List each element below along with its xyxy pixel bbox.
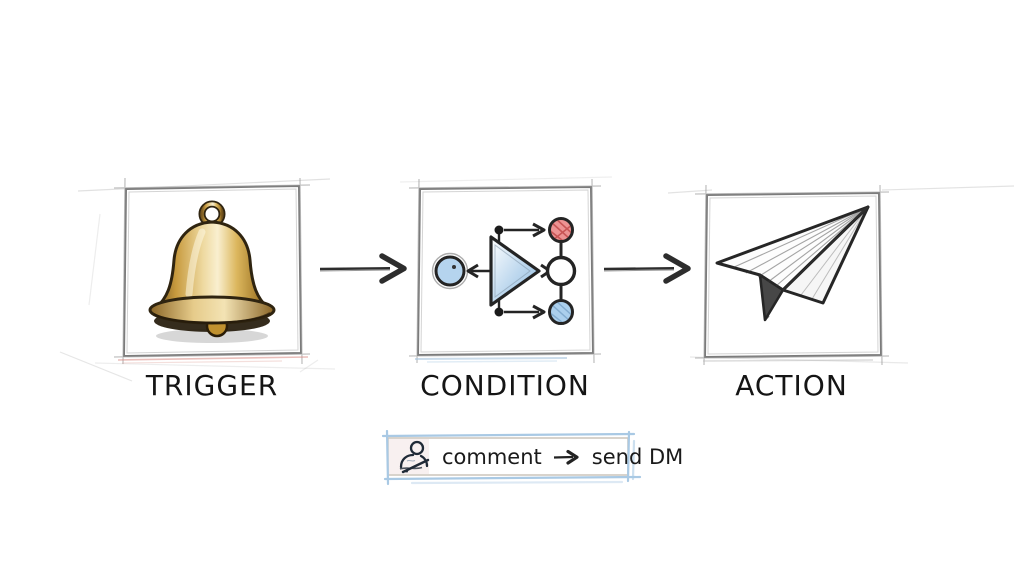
- arrow-right-icon: [603, 253, 691, 284]
- bell-body: [152, 220, 272, 310]
- action-label: ACTION: [735, 369, 848, 402]
- trigger-label: TRIGGER: [145, 369, 279, 402]
- tap-node-bottom: [494, 307, 504, 317]
- plane-lower-wing: [781, 205, 870, 305]
- output-node-neutral: [545, 255, 577, 287]
- output-node-blue: [548, 299, 574, 325]
- paper-plane-icon: [715, 205, 870, 322]
- logic-circuit-icon: [431, 217, 577, 325]
- output-node-red: [548, 217, 574, 243]
- input-node: [431, 252, 469, 290]
- user-comment-icon: [399, 440, 430, 474]
- rule-action-text: send DM: [591, 445, 684, 469]
- bell-icon: [148, 200, 276, 343]
- arrow-right-icon: [319, 253, 407, 284]
- comparator-triangle: [489, 235, 541, 307]
- rule-arrow-icon: [553, 449, 579, 465]
- rule-trigger-text: comment: [442, 445, 542, 469]
- condition-label: CONDITION: [420, 369, 590, 402]
- rule-pill: comment send DM: [382, 430, 683, 486]
- tap-node-top: [494, 225, 504, 235]
- plane-keel: [758, 273, 785, 322]
